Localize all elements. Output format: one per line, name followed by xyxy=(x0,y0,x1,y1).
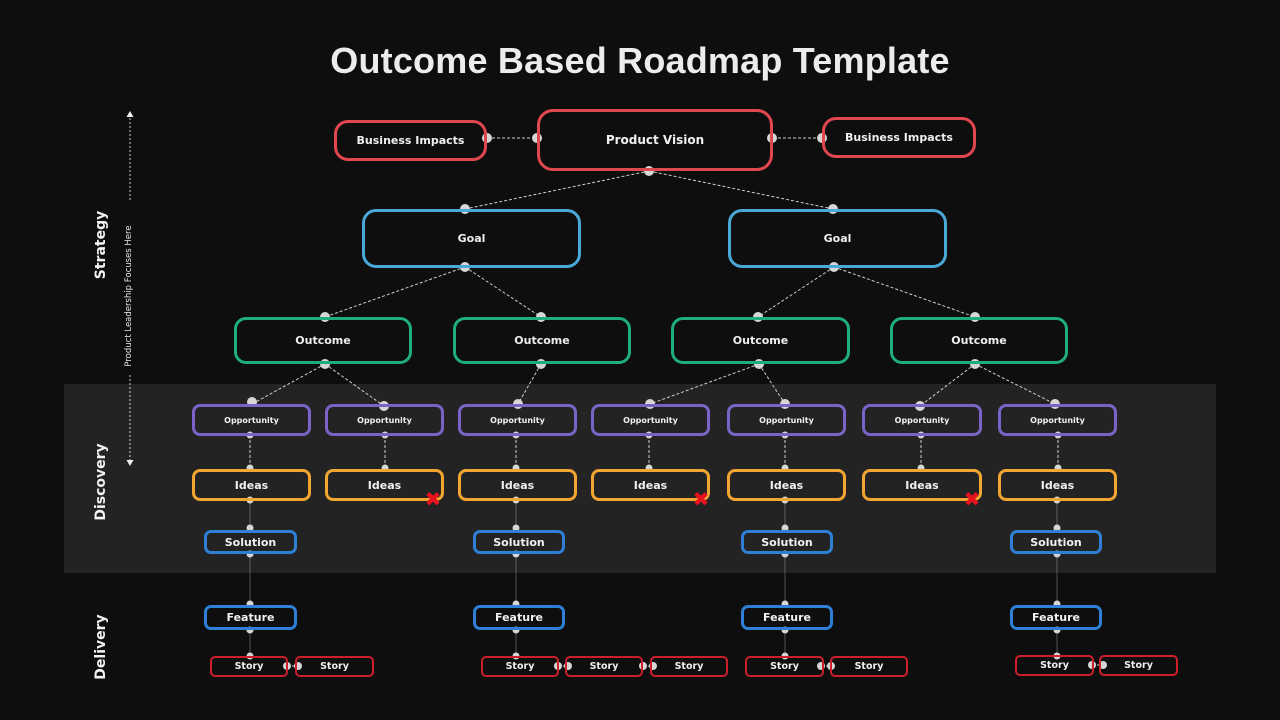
connector-dot-icon xyxy=(246,524,254,532)
opportunity-node[interactable]: Opportunity xyxy=(862,404,982,436)
connector-line xyxy=(919,363,976,407)
solution-node[interactable]: Solution xyxy=(473,530,565,554)
ideas-node[interactable]: Ideas xyxy=(458,469,577,501)
opportunity-node[interactable]: Opportunity xyxy=(458,404,577,436)
ideas-node[interactable]: Ideas xyxy=(862,469,982,501)
product-vision[interactable]: Product Vision xyxy=(537,109,773,171)
opportunity-node[interactable]: Opportunity xyxy=(325,404,444,436)
rejected-x-icon: ✖ xyxy=(424,487,442,511)
discovery-band xyxy=(64,384,1216,573)
ideas-node[interactable]: Ideas xyxy=(727,469,846,501)
connector-dot-icon xyxy=(512,524,520,532)
story-node[interactable]: Story xyxy=(830,656,908,677)
connector-dot-icon xyxy=(1099,661,1107,669)
ideas-node[interactable]: Ideas xyxy=(591,469,710,501)
feature-node[interactable]: Feature xyxy=(473,605,565,630)
story-node[interactable]: Story xyxy=(745,656,824,677)
connector-line xyxy=(758,363,786,405)
connector-line xyxy=(757,266,835,318)
outcome-node[interactable]: Outcome xyxy=(453,317,631,364)
connector-line xyxy=(974,363,1056,405)
connector-line xyxy=(251,363,326,405)
connector-dot-icon xyxy=(1053,524,1061,532)
rejected-x-icon: ✖ xyxy=(963,487,981,511)
opportunity-node[interactable]: Opportunity xyxy=(998,404,1117,436)
feature-node[interactable]: Feature xyxy=(204,605,297,630)
connector-line xyxy=(833,266,976,318)
outcome-node[interactable]: Outcome xyxy=(890,317,1068,364)
connector-line xyxy=(464,170,650,210)
outcome-node[interactable]: Outcome xyxy=(234,317,412,364)
solution-node[interactable]: Solution xyxy=(1010,530,1102,554)
connector-line xyxy=(517,363,542,405)
connector-line xyxy=(324,363,385,407)
story-node[interactable]: Story xyxy=(481,656,559,677)
opportunity-node[interactable]: Opportunity xyxy=(192,404,311,436)
arrow-down-icon xyxy=(126,460,134,466)
business-impacts-left[interactable]: Business Impacts xyxy=(334,120,487,161)
solution-node[interactable]: Solution xyxy=(741,530,833,554)
story-node[interactable]: Story xyxy=(1015,655,1094,676)
ideas-node[interactable]: Ideas xyxy=(998,469,1117,501)
opportunity-node[interactable]: Opportunity xyxy=(727,404,846,436)
story-node[interactable]: Story xyxy=(295,656,374,677)
goal-node[interactable]: Goal xyxy=(362,209,581,268)
story-node[interactable]: Story xyxy=(1099,655,1178,676)
rejected-x-icon: ✖ xyxy=(692,487,710,511)
connector-line xyxy=(649,363,760,405)
ideas-node[interactable]: Ideas xyxy=(325,469,444,501)
goal-node[interactable]: Goal xyxy=(728,209,947,268)
opportunity-node[interactable]: Opportunity xyxy=(591,404,710,436)
arrow-up-icon xyxy=(126,111,134,117)
connector-line xyxy=(648,170,834,210)
feature-node[interactable]: Feature xyxy=(741,605,833,630)
solution-node[interactable]: Solution xyxy=(204,530,297,554)
story-node[interactable]: Story xyxy=(650,656,728,677)
connector-line xyxy=(464,266,542,318)
ideas-node[interactable]: Ideas xyxy=(192,469,311,501)
connector-line xyxy=(324,266,466,318)
connector-dot-icon xyxy=(781,524,789,532)
story-node[interactable]: Story xyxy=(565,656,643,677)
business-impacts-right[interactable]: Business Impacts xyxy=(822,117,976,158)
feature-node[interactable]: Feature xyxy=(1010,605,1102,630)
outcome-node[interactable]: Outcome xyxy=(671,317,850,364)
page-title: Outcome Based Roadmap Template xyxy=(330,40,950,81)
story-node[interactable]: Story xyxy=(210,656,288,677)
